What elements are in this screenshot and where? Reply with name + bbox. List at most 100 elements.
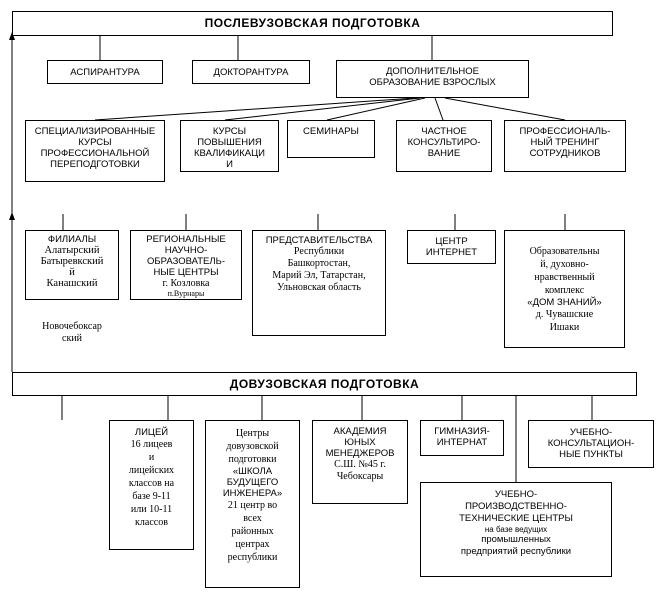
text-line: центрах	[235, 539, 270, 550]
text-line: ПРОФЕССИОНАЛЬНОЙ	[40, 148, 150, 159]
text-line: УЧЕБНО-	[569, 427, 613, 438]
text-line: предприятий республики	[460, 546, 572, 557]
text-line: Центры	[235, 428, 270, 439]
text-line: нравственный	[534, 272, 595, 283]
box-dopolnitelnoe: ДОПОЛНИТЕЛЬНОЕ ОБРАЗОВАНИЕ ВЗРОСЛЫХ	[336, 60, 529, 98]
text-line: «ШКОЛА	[232, 466, 273, 477]
text-line: Образовательны	[529, 246, 600, 257]
text-line: ИНТЕРНЕТ	[425, 247, 478, 258]
text-line: и	[148, 452, 155, 463]
text-line: ПОВЫШЕНИЯ	[197, 137, 262, 148]
filialy-extra: Новочебоксар ский	[25, 321, 119, 345]
text-line: Ишаки	[549, 322, 580, 333]
fan-line	[224, 97, 421, 121]
fan-line	[326, 97, 426, 121]
text-line: Чебоксары	[336, 471, 384, 482]
preuniversity-title: ДОВУЗОВСКАЯ ПОДГОТОВКА	[229, 376, 420, 391]
text-line: КВАЛИФИКАЦИ	[194, 148, 265, 159]
text-line: Алатырский	[44, 245, 100, 256]
text-line: ТЕХНИЧЕСКИЕ ЦЕНТРЫ	[459, 513, 573, 524]
text-line: довузовской	[226, 441, 279, 452]
text-line: или 10-11	[130, 504, 173, 515]
text-line: ЛИЦЕЙ	[134, 427, 169, 438]
seminary-label: СЕМИНАРЫ	[303, 126, 359, 137]
text-line: НЫЕ ЦЕНТРЫ	[153, 267, 219, 278]
arrowhead-mid	[9, 212, 15, 220]
text-line: КУРСЫ	[212, 126, 247, 137]
box-centry-dovuzovskoy: Центры довузовской подготовки «ШКОЛА БУД…	[205, 420, 300, 588]
fan-line	[94, 97, 416, 121]
box-centr-internet: ЦЕНТР ИНТЕРНЕТ	[407, 230, 496, 264]
text-line: НЫЙ ТРЕНИНГ	[530, 137, 600, 148]
text-line: И	[226, 159, 233, 170]
text-line: Батыревкский	[40, 256, 104, 267]
preuniversity-banner: ДОВУЗОВСКАЯ ПОДГОТОВКА	[12, 372, 637, 396]
text-line: ПРОИЗВОДСТВЕННО-	[465, 501, 567, 512]
text-line: 16 лицеев	[130, 439, 173, 450]
text-line: й	[69, 267, 75, 278]
text-line: Ульновская область	[277, 282, 361, 293]
fan-line	[444, 97, 566, 121]
dop-label-2: ОБРАЗОВАНИЕ ВЗРОСЛЫХ	[369, 77, 496, 88]
text-line: БУДУЩЕГО	[226, 477, 279, 488]
box-doktorantura: ДОКТОРАНТУРА	[192, 60, 310, 84]
text-line: ПЕРЕПОДГОТОВКИ	[50, 159, 140, 170]
text-line: 21 центр во	[227, 500, 278, 511]
arrowhead-top	[9, 32, 15, 40]
text-line: ВАНИЕ	[427, 148, 461, 159]
text-line: НЫЕ ПУНКТЫ	[559, 449, 623, 460]
box-filialy: ФИЛИАЛЫ Алатырский Батыревкский й Канашс…	[25, 230, 119, 300]
aspirantura-label: АСПИРАНТУРА	[70, 66, 140, 78]
doktorantura-label: ДОКТОРАНТУРА	[213, 66, 289, 78]
text-line: НАУЧНО-	[164, 245, 208, 256]
text-line: Новочебоксар	[42, 321, 102, 332]
text-line: ИНЖЕНЕРА»	[222, 488, 283, 499]
box-kursy-povysheniya: КУРСЫ ПОВЫШЕНИЯ КВАЛИФИКАЦИ И	[180, 120, 279, 172]
fan-line	[434, 97, 444, 121]
text-line: Канашский	[46, 278, 98, 289]
box-uchebno-konsult: УЧЕБНО- КОНСУЛЬТАЦИОН- НЫЕ ПУНКТЫ	[528, 420, 654, 468]
text-line: ФИЛИАЛЫ	[47, 234, 97, 245]
box-trening: ПРОФЕССИОНАЛЬ- НЫЙ ТРЕНИНГ СОТРУДНИКОВ	[504, 120, 626, 172]
text-line: районных	[231, 526, 274, 537]
text-line: подготовки	[228, 454, 277, 465]
text-line: УЧЕБНО-	[494, 489, 538, 500]
box-seminary: СЕМИНАРЫ	[287, 120, 375, 158]
text-line: ЮНЫХ	[344, 437, 376, 448]
box-regionalnye: РЕГИОНАЛЬНЫЕ НАУЧНО- ОБРАЗОВАТЕЛЬ- НЫЕ Ц…	[130, 230, 242, 300]
box-akademiya: АКАДЕМИЯ ЮНЫХ МЕНЕДЖЕРОВ С.Ш. №45 г. Чеб…	[312, 420, 408, 504]
box-aspirantura: АСПИРАНТУРА	[47, 60, 163, 84]
text-line: СПЕЦИАЛИЗИРОВАННЫЕ	[34, 126, 156, 137]
text-line: ЧАСТНОЕ	[421, 126, 467, 137]
text-line: ГИМНАЗИЯ-	[434, 426, 490, 437]
box-dom-znaniy: Образовательны й, духовно- нравственный …	[504, 230, 625, 348]
box-predstavitelstva: ПРЕДСТАВИТЕЛЬСТВА Республики Башкортоста…	[252, 230, 386, 336]
text-line: п.Вурнары	[167, 289, 205, 298]
text-line: АКАДЕМИЯ	[333, 426, 387, 437]
text-line: республики	[227, 552, 278, 563]
text-line: КОНСУЛЬТИРО-	[407, 137, 481, 148]
text-line: С.Ш. №45 г.	[334, 459, 386, 470]
box-chastnoe: ЧАСТНОЕ КОНСУЛЬТИРО- ВАНИЕ	[396, 120, 492, 172]
text-line: промышленных	[481, 534, 551, 545]
dop-label-1: ДОПОЛНИТЕЛЬНОЕ	[385, 66, 480, 77]
box-gimnaziya: ГИМНАЗИЯ- ИНТЕРНАТ	[420, 420, 504, 456]
text-line: КОНСУЛЬТАЦИОН-	[547, 438, 635, 449]
text-line: ИНТЕРНАТ	[436, 437, 488, 448]
text-line: г. Козловка	[162, 278, 210, 289]
box-uchebno-proizv: УЧЕБНО- ПРОИЗВОДСТВЕННО- ТЕХНИЧЕСКИЕ ЦЕН…	[420, 482, 612, 577]
text-line: ОБРАЗОВАТЕЛЬ-	[147, 256, 225, 267]
text-line: Республики	[293, 246, 345, 257]
text-line: всех	[243, 513, 262, 524]
text-line: комплекс	[544, 285, 585, 296]
text-line: «ДОМ ЗНАНИЙ»	[527, 297, 602, 308]
text-line: РЕГИОНАЛЬНЫЕ	[146, 234, 226, 245]
text-line: ПРОФЕССИОНАЛЬ-	[519, 126, 611, 137]
text-line: МЕНЕДЖЕРОВ	[325, 448, 395, 459]
postgraduate-banner: ПОСЛЕВУЗОВСКАЯ ПОДГОТОВКА	[12, 11, 613, 36]
box-spec-kursy: СПЕЦИАЛИЗИРОВАННЫЕ КУРСЫ ПРОФЕССИОНАЛЬНО…	[25, 120, 165, 182]
text-line: КУРСЫ	[78, 137, 112, 148]
text-line: ПРЕДСТАВИТЕЛЬСТВА	[265, 235, 373, 246]
text-line: Башкортостан,	[287, 258, 351, 269]
